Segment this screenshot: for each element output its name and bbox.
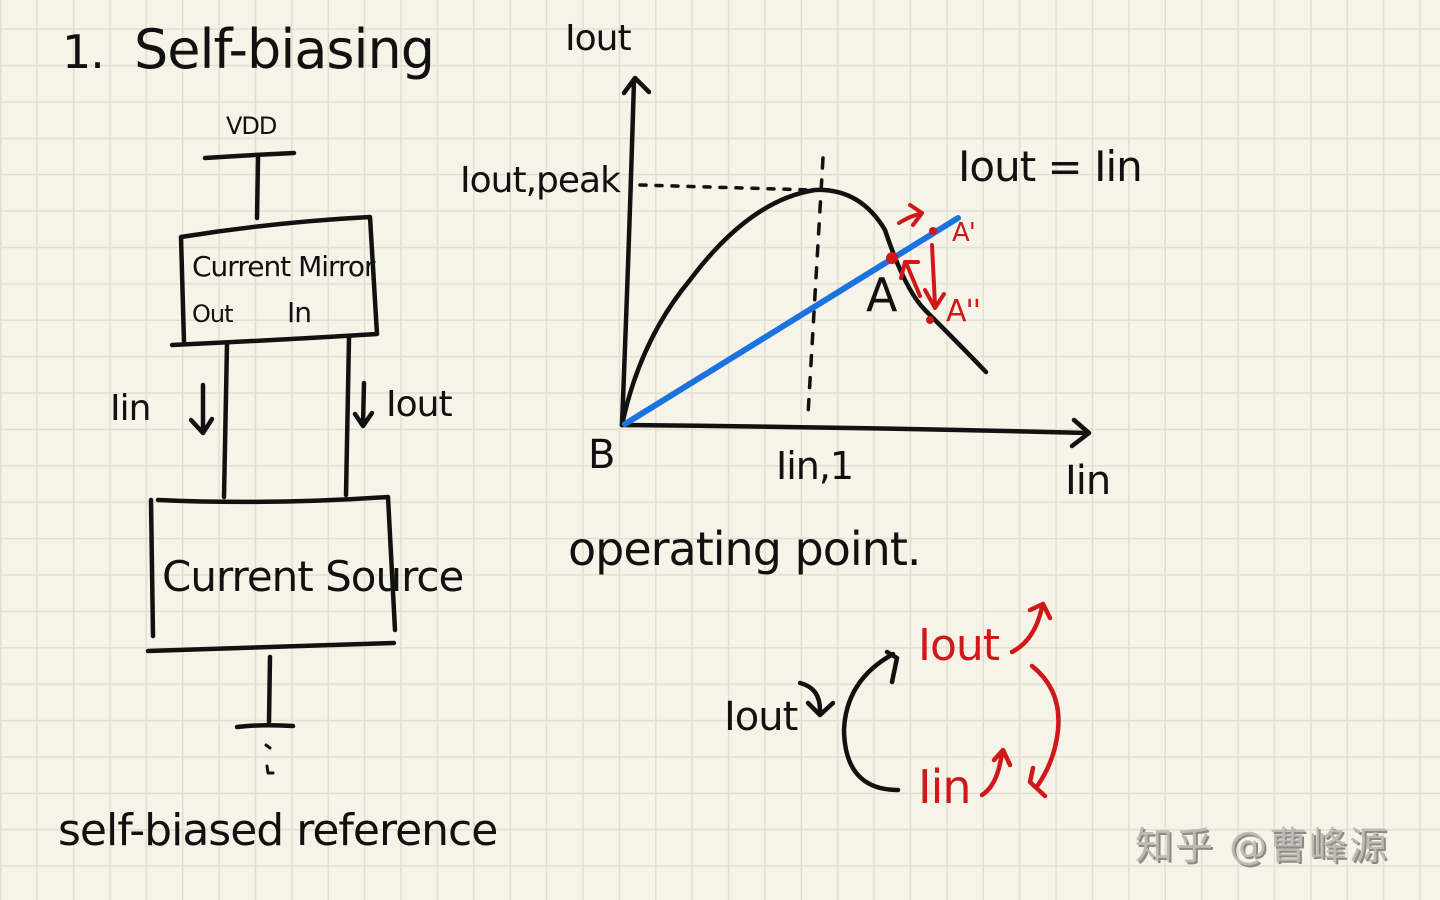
right-branch-wire bbox=[343, 335, 352, 498]
bottom-up-arrow bbox=[979, 747, 1013, 798]
mirror-title: Current Mirror bbox=[192, 250, 376, 283]
point-a-double-prime-dot bbox=[926, 316, 934, 324]
y-axis-label: Iout bbox=[565, 18, 632, 59]
point-a-prime-label: A' bbox=[952, 218, 976, 248]
point-a-dot bbox=[886, 252, 898, 264]
source-box bbox=[145, 494, 398, 654]
arrow-up-to-a bbox=[899, 260, 922, 298]
left-branch-label: Iin bbox=[110, 388, 151, 429]
arrow-down-to-a-double-prime bbox=[923, 243, 946, 310]
source-title: Current Source bbox=[162, 552, 464, 601]
x-axis bbox=[619, 417, 1092, 449]
top-up-arrow bbox=[1009, 601, 1053, 655]
section-title: Self-biasing bbox=[134, 18, 435, 81]
peak-guide-vertical bbox=[806, 156, 825, 417]
unity-line bbox=[622, 215, 961, 427]
mirror-box bbox=[169, 214, 380, 348]
ground-mark bbox=[264, 743, 275, 775]
right-branch-arrow bbox=[352, 380, 375, 429]
right-down-arc bbox=[1027, 663, 1061, 799]
point-a-label: A bbox=[866, 268, 897, 322]
block-diagram-caption: self-biased reference bbox=[58, 805, 498, 856]
loop-start-label: Iout bbox=[724, 694, 798, 740]
point-a-double-prime-label: A'' bbox=[946, 294, 981, 329]
x-axis-label: Iin bbox=[1065, 458, 1111, 504]
mirror-port-in: In bbox=[287, 296, 312, 329]
loop-arc-black bbox=[841, 649, 901, 793]
loop-top-label: Iout bbox=[918, 620, 1000, 671]
left-branch-arrow bbox=[188, 382, 215, 436]
start-curl-arrow bbox=[797, 680, 836, 718]
ground-wire bbox=[266, 654, 273, 725]
left-branch-wire bbox=[221, 341, 230, 500]
loop-bottom-label: Iin bbox=[918, 760, 972, 814]
ground-bar bbox=[234, 722, 296, 730]
vdd-rail bbox=[202, 150, 297, 161]
origin-label: B bbox=[588, 432, 615, 478]
unity-line-label: Iout = Iin bbox=[958, 142, 1143, 191]
peak-guide-horizontal bbox=[638, 183, 814, 192]
point-a-prime-dot bbox=[929, 227, 937, 235]
peak-label: Iout,peak bbox=[460, 160, 621, 201]
graph-caption: operating point. bbox=[568, 522, 921, 576]
mirror-port-out: Out bbox=[192, 300, 234, 328]
arrow-to-a-prime bbox=[897, 203, 924, 227]
vdd-wire bbox=[254, 155, 261, 221]
watermark: 知乎 @曹峰源 bbox=[1135, 824, 1390, 868]
x-tick-label: Iin,1 bbox=[776, 444, 854, 488]
right-branch-label: Iout bbox=[386, 384, 453, 425]
y-axis bbox=[619, 75, 652, 428]
transfer-curve bbox=[619, 187, 989, 428]
section-number: 1. bbox=[62, 25, 105, 79]
vdd-label: VDD bbox=[226, 112, 277, 140]
